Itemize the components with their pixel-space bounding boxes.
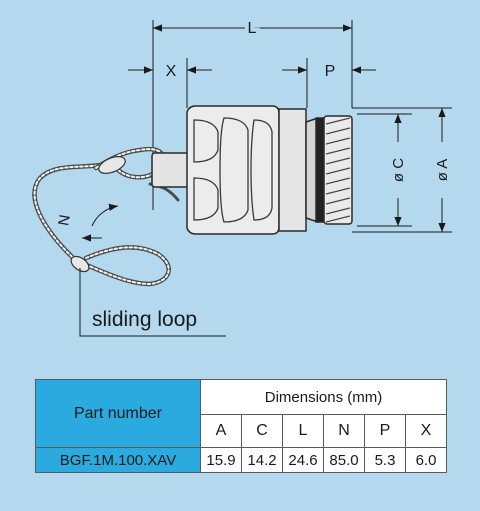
callout-sliding-loop: sliding loop <box>92 308 197 331</box>
dimensions-table: Part number Dimensions (mm) A C L N P X … <box>35 379 447 473</box>
part-number-cell: BGF.1M.100.XAV <box>35 447 201 473</box>
dimension-label-l: L <box>248 20 257 37</box>
value-n: 85.0 <box>323 447 365 473</box>
column-header-n: N <box>323 414 365 448</box>
column-header-a: A <box>200 414 242 448</box>
value-a: 15.9 <box>200 447 242 473</box>
column-header-c: C <box>241 414 283 448</box>
crimp-sleeve <box>98 156 126 174</box>
value-c: 14.2 <box>241 447 283 473</box>
technical-drawing: L X P ø C ø A <box>32 20 452 337</box>
value-p: 5.3 <box>364 447 406 473</box>
table-row: BGF.1M.100.XAV 15.9 14.2 24.6 85.0 5.3 6… <box>35 447 447 473</box>
part-number-header: Part number <box>35 379 201 448</box>
dimension-label-n: N <box>55 213 74 227</box>
sliding-loop-sleeve <box>70 255 90 273</box>
dimension-label-a: ø A <box>434 159 451 182</box>
dimensions-header: Dimensions (mm) <box>200 379 447 415</box>
callout-leader <box>79 268 226 337</box>
dimension-label-c: ø C <box>390 158 407 182</box>
column-header-x: X <box>405 414 447 448</box>
value-x: 6.0 <box>405 447 447 473</box>
dimension-label-x: X <box>166 63 177 80</box>
dimension-line-n <box>82 203 119 242</box>
column-header-p: P <box>364 414 406 448</box>
column-header-l: L <box>282 414 324 448</box>
dimension-label-p: P <box>325 63 336 80</box>
cap-body <box>151 105 353 235</box>
thread <box>325 117 351 223</box>
value-l: 24.6 <box>282 447 324 473</box>
grip-ribs <box>193 117 273 223</box>
